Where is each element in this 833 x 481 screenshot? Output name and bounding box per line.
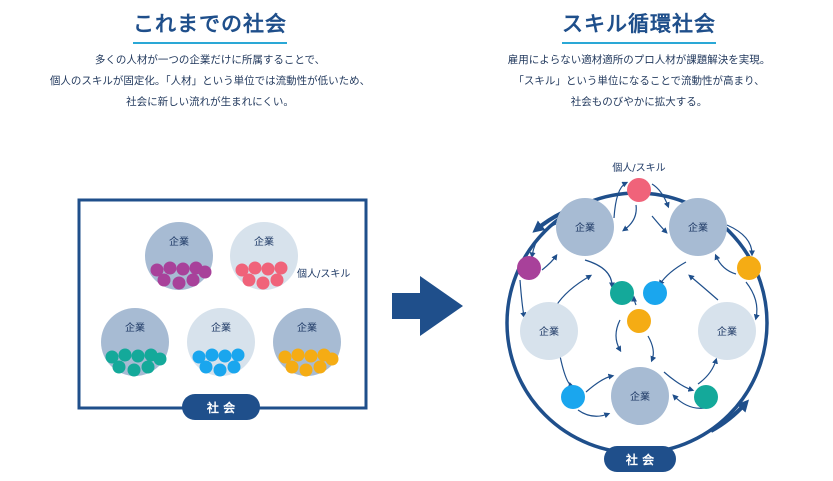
society-pill (182, 394, 260, 420)
individual-dot (694, 385, 718, 409)
company-label: 企業 (717, 325, 737, 338)
left-diagram: 企業 企業 個人/スキル 企業 (77, 198, 463, 420)
company-label: 企業 (125, 321, 145, 334)
individual-skill-label: 個人/スキル (612, 161, 665, 174)
company-circle (520, 302, 578, 360)
individual-skill-dots (517, 178, 761, 409)
right-panel: スキル循環社会 雇用によらない適材適所のプロ人材が課題解決を実現。 「スキル」と… (420, 0, 833, 481)
individual-dot (610, 281, 634, 305)
individual-dot (627, 178, 651, 202)
left-title: これまでの社会 (133, 8, 287, 44)
individual-dot (737, 256, 761, 280)
company-node: 企業 (698, 302, 756, 360)
company-node: 企業 (669, 198, 727, 256)
circulation-arrow-icon (710, 399, 750, 433)
society-label: 社 会 (206, 400, 236, 415)
company-group: 企業 (273, 308, 341, 377)
company-label: 企業 (630, 390, 650, 403)
company-node: 企業 (520, 302, 578, 360)
company-label: 企業 (688, 221, 708, 234)
individual-dots (105, 348, 167, 377)
individual-dots (278, 348, 339, 377)
company-label: 企業 (539, 325, 559, 338)
individual-dots (235, 261, 288, 290)
right-description-line: 雇用によらない適材適所のプロ人材が課題解決を実現。 (507, 54, 771, 66)
company-node: 企業 (611, 367, 669, 425)
left-description-line: 個人のスキルが固定化。「人材」という単位では流動性が低いため、 (49, 75, 371, 87)
company-node: 企業 (556, 198, 614, 256)
company-group: 企業 (145, 222, 213, 290)
society-pill (604, 446, 676, 472)
right-title: スキル循環社会 (562, 8, 716, 44)
individual-dot (643, 281, 667, 305)
transition-arrow-icon (392, 276, 463, 336)
left-description-line: 多くの人材が一つの企業だけに所属することで、 (94, 54, 326, 66)
individual-dot (517, 256, 541, 280)
right-description: 雇用によらない適材適所のプロ人材が課題解決を実現。 「スキル」という単位になるこ… (449, 50, 829, 113)
right-description-line: 「スキル」という単位になることで流動性が高まり、 (513, 75, 765, 87)
company-label: 企業 (297, 321, 317, 334)
company-label: 企業 (211, 321, 231, 334)
company-group: 企業 (230, 222, 298, 290)
individual-dots (192, 348, 245, 377)
company-circle (556, 198, 614, 256)
individual-skill-label: 個人/スキル (297, 267, 350, 280)
right-description-line: 社会ものびやかに拡大する。 (570, 96, 708, 108)
left-description: 多くの人材が一つの企業だけに所属することで、 個人のスキルが固定化。「人材」とい… (20, 50, 400, 113)
company-group: 企業 (101, 308, 169, 377)
individual-dots (150, 261, 212, 290)
company-circle (698, 302, 756, 360)
society-label: 社 会 (625, 452, 655, 467)
left-description-line: 社会に新しい流れが生まれにくい。 (126, 96, 294, 108)
right-diagram: 企業 企業 企業 企業 企業 個人/スキル (505, 161, 769, 472)
company-circle (611, 367, 669, 425)
company-circle (669, 198, 727, 256)
flow-arrows (519, 181, 760, 419)
society-frame (77, 198, 368, 410)
individual-dot (627, 309, 651, 333)
individual-dot (561, 385, 585, 409)
company-label: 企業 (254, 235, 274, 248)
left-panel: これまでの社会 多くの人材が一つの企業だけに所属することで、 個人のスキルが固定… (20, 8, 463, 420)
company-label: 企業 (169, 235, 189, 248)
company-group: 企業 (187, 308, 255, 377)
company-label: 企業 (575, 221, 595, 234)
